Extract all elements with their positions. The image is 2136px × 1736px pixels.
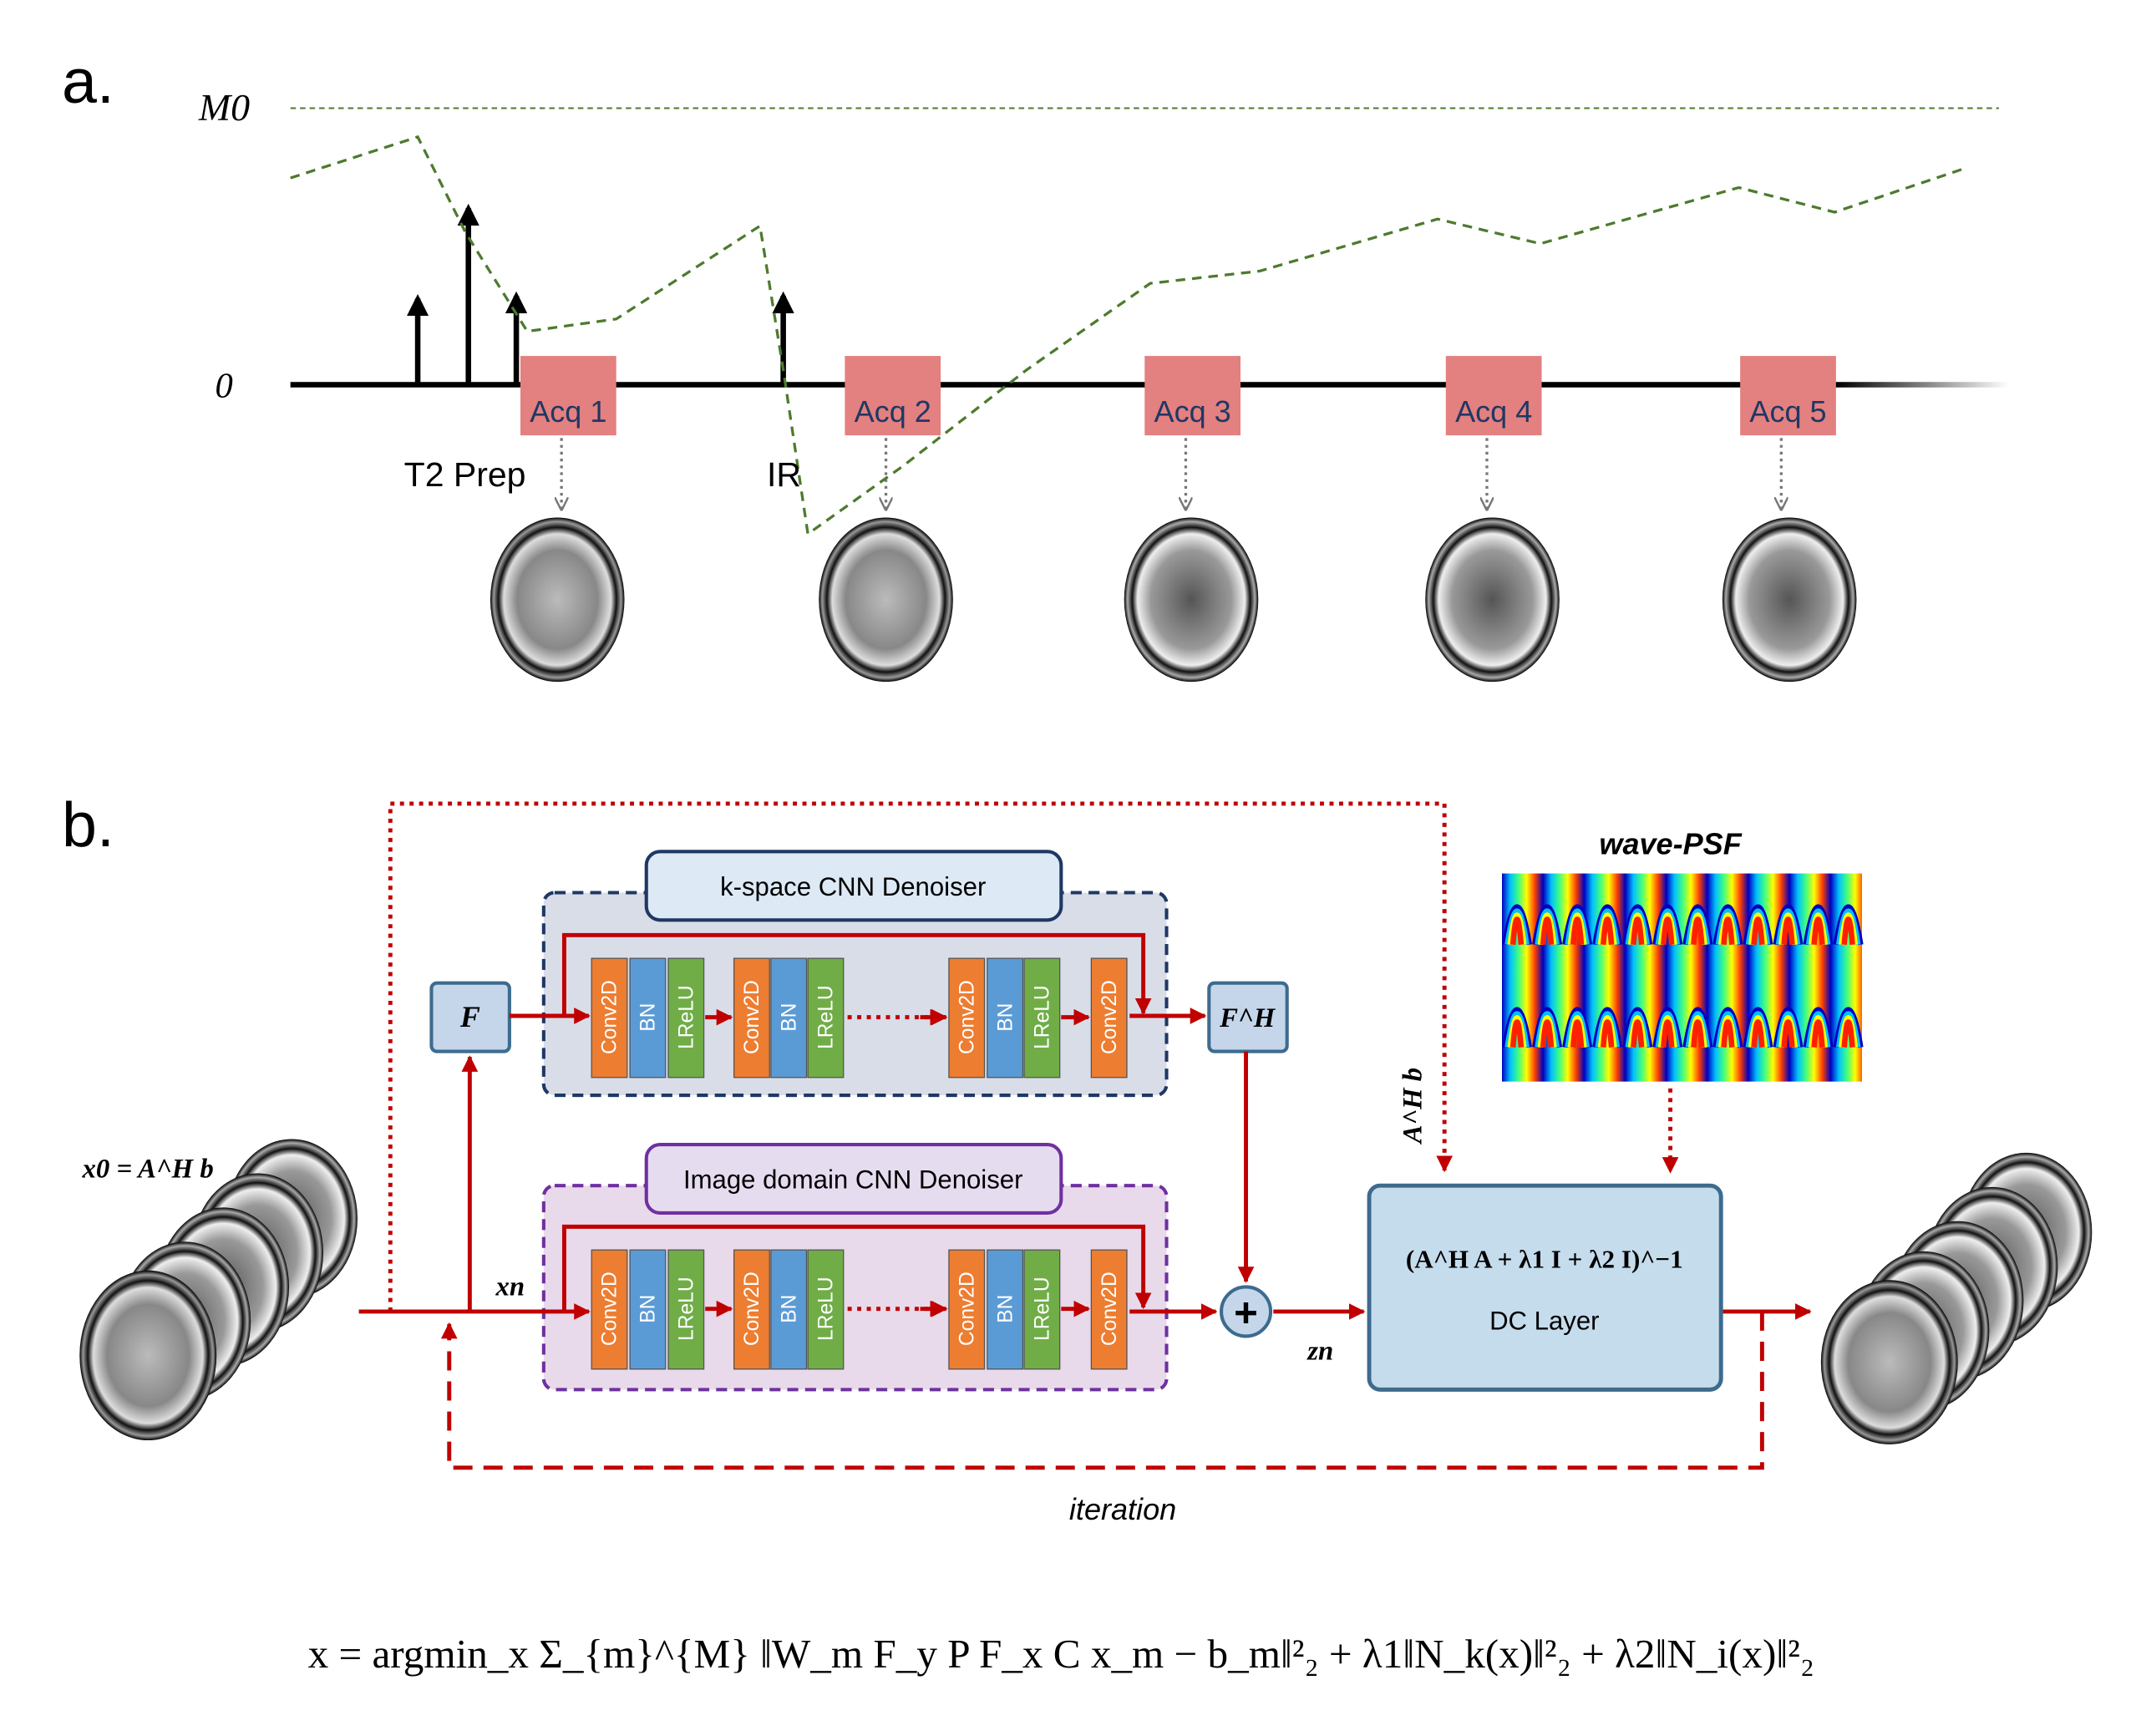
sum-node [1219,1285,1273,1338]
layer-label: BN [994,1295,1017,1323]
output-image-stack [1820,1152,2093,1444]
iteration-label: iteration [1069,1492,1176,1526]
inverse-fourier-label: F^H [1219,1003,1276,1033]
zero-label: 0 [216,366,233,405]
data-flow-arrows [358,932,1812,1470]
image-layer-conv2d [948,1249,986,1370]
layer-label: LReLU [675,985,698,1049]
magnetization-curve [290,135,1966,537]
layer-label: BN [637,1295,660,1323]
panel-b-label: b. [62,789,114,860]
kspace-layer-bn [629,957,667,1079]
layer-label: Conv2D [741,1272,764,1346]
brain-image [1722,517,1857,683]
kspace-layer-lrelu [667,957,705,1079]
kspace-layer-conv2d [948,957,986,1079]
brain-image [490,517,625,683]
layer-label: Conv2D [1098,1272,1121,1346]
layer-label: Conv2D [1098,980,1121,1054]
image-layer-lrelu [667,1249,705,1370]
dc-formula: (A^H A + λ1 I + λ2 I)^−1 [1406,1245,1683,1274]
objective-equation: x = argmin_x Σ_{m}^{M} ‖W_m F_y P F_x C … [308,1631,1814,1677]
acq-label: Acq 2 [855,394,931,429]
image-layer-lrelu [1023,1249,1061,1370]
t2prep-label: T2 Prep [404,455,526,494]
xn-label: xn [495,1272,525,1302]
brain-image [819,517,953,683]
image-layer-bn [770,1249,808,1370]
acq-box [1144,356,1241,436]
kspace-title: k-space CNN Denoiser [720,872,986,901]
image-layer-bn [987,1249,1024,1370]
kspace-layer-conv2d [1090,957,1128,1079]
fourier-label: F [459,1000,480,1033]
wave-psf-image [1502,873,1864,1082]
layer-label: LReLU [815,985,838,1049]
ahb-dotted-path [388,801,1454,1312]
m0-label: M0 [198,86,250,129]
plus-icon: + [1234,1290,1258,1336]
kspace-layer-lrelu [807,957,845,1079]
layer-label: BN [778,1295,800,1323]
input-label: x0 = A^H b [82,1154,214,1184]
image-title-box [644,1142,1063,1216]
ir-label: IR [767,455,801,494]
layer-label: LReLU [815,1277,838,1341]
image-title: Image domain CNN Denoiser [683,1165,1023,1194]
layer-label: BN [637,1003,660,1032]
dc-layer-box [1367,1183,1723,1392]
layer-label: BN [994,1003,1017,1032]
image-layer-conv2d [591,1249,628,1370]
panel-a-label: a. [62,46,114,116]
acq-label: Acq 4 [1455,394,1532,429]
layer-label: Conv2D [741,980,764,1054]
acq-label: Acq 1 [530,394,606,429]
acq-box [1445,356,1542,436]
brain-image [1425,517,1560,683]
layer-label: Conv2D [956,1272,978,1346]
kspace-layer-conv2d [591,957,628,1079]
layer-label: LReLU [675,1277,698,1341]
input-image-stack [79,1139,358,1441]
brain-image [1124,517,1259,683]
dc-layer-label: DC Layer [1489,1306,1599,1335]
image-layer-bn [629,1249,667,1370]
image-layer-conv2d [733,1249,770,1370]
layer-label: LReLU [1032,1277,1054,1341]
image-layer-conv2d [1090,1249,1128,1370]
kspace-layer-bn [987,957,1024,1079]
acq-box [845,356,941,436]
image-layer-lrelu [807,1249,845,1370]
kspace-title-box [644,850,1063,922]
psf-label: wave-PSF [1599,827,1742,861]
acq-label: Acq 5 [1749,394,1826,429]
acq-box [520,356,616,436]
kspace-layer-bn [770,957,808,1079]
ahb-label: A^H b [1398,1068,1428,1145]
layer-label: BN [778,1003,800,1032]
zn-label: zn [1306,1336,1333,1366]
kspace-layer-conv2d [733,957,770,1079]
acq-box [1740,356,1836,436]
layer-label: Conv2D [956,980,978,1054]
layer-label: Conv2D [599,980,622,1054]
layer-label: LReLU [1032,985,1054,1049]
layer-label: Conv2D [599,1272,622,1346]
acq-label: Acq 3 [1154,394,1231,429]
kspace-layer-lrelu [1023,957,1061,1079]
